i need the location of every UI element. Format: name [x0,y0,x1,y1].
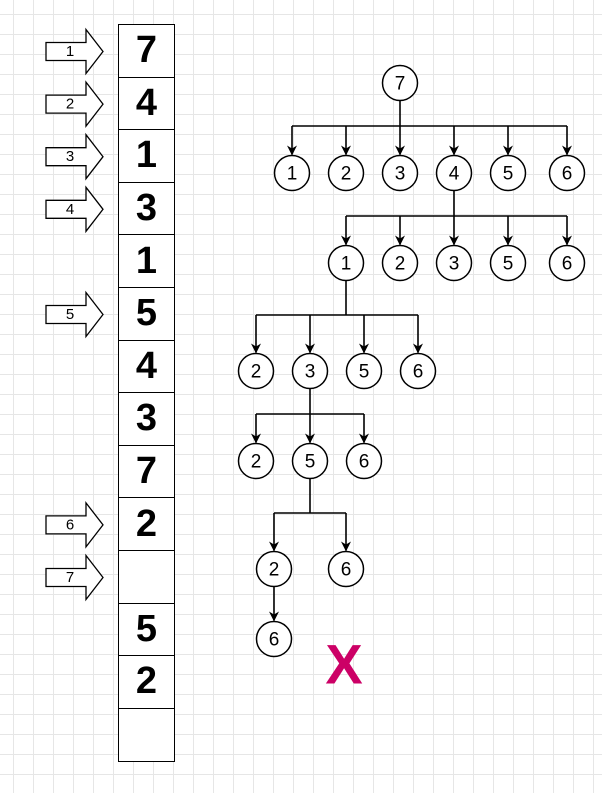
tree-node-label: 6 [341,560,352,581]
tree-node: 6 [345,442,383,480]
stack-cell: 1 [119,235,174,288]
pointer-arrows: 1 2 3 4 5 6 7 [45,27,104,602]
tree-node-label: 4 [449,164,460,185]
pointer-arrow: 3 [45,132,104,181]
tree-node: 1 [327,244,365,282]
tree-node-label: 5 [359,362,370,383]
tree-node: 5 [489,154,527,192]
stack-cell: 1 [119,130,174,183]
tree-node: 3 [381,154,419,192]
tree-nodes: 7 1 2 3 4 1 2 3 2 5 2 6 6 6 5 6 2 3 5 6 5 6 [237,64,586,658]
stack-cell: 7 [119,446,174,499]
tree-node: 4 [435,154,473,192]
pointer-label: 3 [66,148,74,165]
tree-edges [251,100,572,622]
tree-node: 2 [237,352,275,390]
stack-cell: 5 [119,604,174,657]
tree-node: 2 [327,154,365,192]
tree-node-label: 6 [359,452,370,473]
tree-node: 6 [399,352,437,390]
tree-node: 5 [345,352,383,390]
pointer-arrow: 7 [45,553,104,602]
tree-node-label: 1 [341,254,352,275]
tree-node-label: 6 [562,164,573,185]
tree-node-label: 3 [395,164,406,185]
pointer-arrow: 5 [45,290,104,339]
pointer-label: 1 [66,43,74,60]
tree-node: 2 [237,442,275,480]
tree-node-label: 5 [503,254,514,275]
stack-cell: 7 [119,25,174,78]
stack-cell: 5 [119,288,174,341]
dead-end-cross-icon: X [325,633,362,696]
tree-node: 6 [255,620,293,658]
tree-node: 7 [381,64,419,102]
tree-node-label: 6 [562,254,573,275]
tree-node-label: 2 [341,164,352,185]
stack-cell: 4 [119,341,174,394]
pointer-arrow: 2 [45,80,104,129]
pointer-arrow: 6 [45,500,104,549]
tree-node-label: 6 [413,362,424,383]
tree-node-label: 2 [395,254,406,275]
stack-cell: 3 [119,183,174,236]
tree-node: 5 [489,244,527,282]
tree-node: 6 [548,154,586,192]
pointer-label: 7 [66,569,74,586]
pointer-label: 2 [66,96,74,113]
tree-node-label: 2 [269,560,280,581]
tree-node-label: 5 [305,452,316,473]
tree-node-label: 1 [287,164,298,185]
tree-node-label: 6 [269,630,280,651]
tree-node-label: 3 [449,254,460,275]
stack-cell: 2 [119,656,174,709]
stack-cell [119,551,174,604]
tree-node: 1 [273,154,311,192]
tree-node-label: 7 [395,74,406,95]
tree-node: 2 [381,244,419,282]
tree-node-label: 3 [305,362,316,383]
tree-node: 3 [435,244,473,282]
tree-node: 6 [327,550,365,588]
stack-cell: 2 [119,498,174,551]
tree-node-label: 5 [503,164,514,185]
tree-node: 5 [291,442,329,480]
pointer-label: 6 [66,516,74,533]
tree-node: 6 [548,244,586,282]
stack-cell: 4 [119,78,174,131]
tree-node-label: 2 [251,452,262,473]
stack-cell: 3 [119,393,174,446]
tree-node-label: 2 [251,362,262,383]
pointer-arrow: 4 [45,185,104,234]
pointer-arrow: 1 [45,27,104,76]
pointer-label: 5 [66,306,74,323]
pointer-label: 4 [66,201,74,218]
tree-node: 3 [291,352,329,390]
tree-node: 2 [255,550,293,588]
